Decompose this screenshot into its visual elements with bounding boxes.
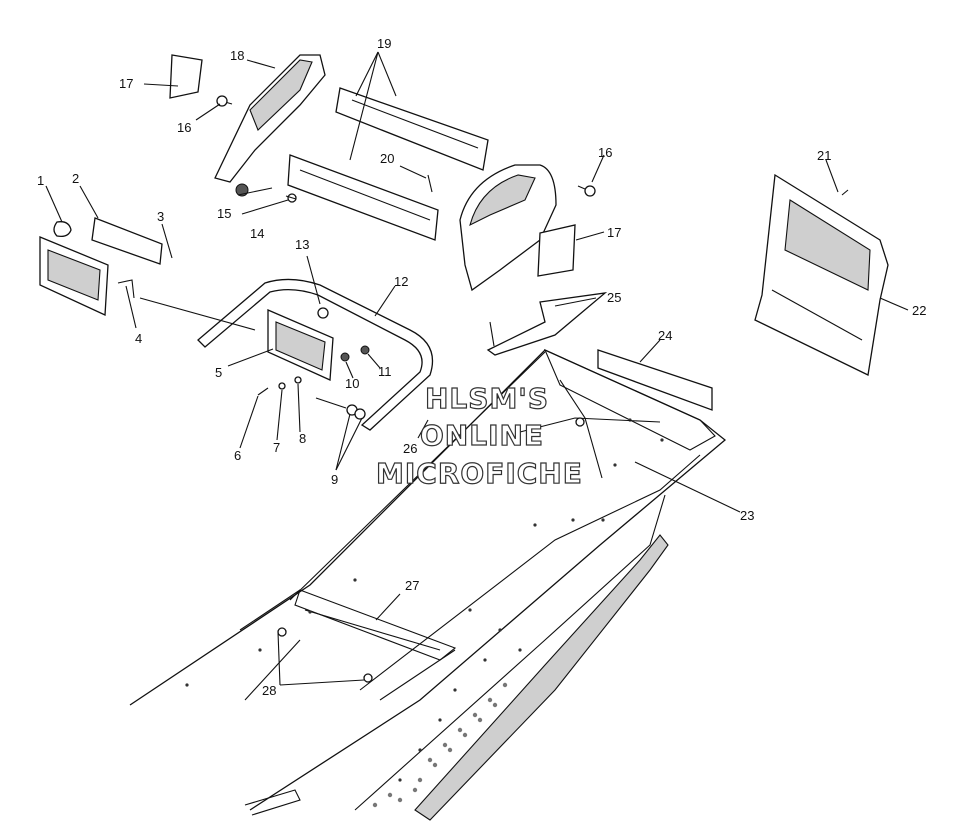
callout-27: 27 [405, 578, 419, 593]
callout-6: 6 [234, 448, 241, 463]
callout-16-right: 16 [598, 145, 612, 160]
snow-flap [754, 173, 889, 376]
tail-light-lower [267, 309, 334, 381]
watermark-line-1: HLSM'S [425, 382, 549, 415]
callout-4: 4 [135, 331, 142, 346]
callout-21: 21 [817, 148, 831, 163]
callout-17-left: 17 [119, 76, 133, 91]
callout-19: 19 [377, 36, 391, 51]
callout-22: 22 [912, 303, 926, 318]
callout-25: 25 [607, 290, 621, 305]
callout-20: 20 [380, 151, 394, 166]
tail-light [39, 217, 163, 316]
callout-18: 18 [230, 48, 244, 63]
hardware [117, 95, 596, 420]
rear-bumper [197, 278, 434, 431]
watermark-line-3: MICROFICHE [376, 457, 583, 490]
callout-2: 2 [72, 171, 79, 186]
callout-15: 15 [217, 206, 231, 221]
rear-rails [287, 87, 489, 241]
callout-16-left: 16 [177, 120, 191, 135]
callout-17-right: 17 [607, 225, 621, 240]
side-cover-right [459, 164, 576, 292]
callout-13: 13 [295, 237, 309, 252]
side-cover-left [169, 54, 326, 183]
callout-24: 24 [658, 328, 672, 343]
cross-brace [486, 189, 849, 479]
callout-12: 12 [394, 274, 408, 289]
callout-3: 3 [157, 209, 164, 224]
callout-10: 10 [345, 376, 359, 391]
callout-5: 5 [215, 365, 222, 380]
callout-9: 9 [331, 472, 338, 487]
watermark-line-2: ONLINE [420, 419, 544, 452]
tunnel-chassis [129, 348, 727, 821]
callout-7: 7 [273, 440, 280, 455]
callout-26: 26 [403, 441, 417, 456]
leader-lines [45, 51, 909, 686]
callout-14: 14 [250, 226, 264, 241]
callout-1: 1 [37, 173, 44, 188]
callout-28: 28 [262, 683, 276, 698]
callout-11: 11 [378, 364, 392, 379]
callout-23: 23 [740, 508, 754, 523]
callout-labels: 1 2 3 4 5 6 7 8 9 10 11 12 13 14 15 16 1… [37, 36, 926, 698]
watermark: HLSM'S ONLINE MICROFICHE [375, 381, 583, 490]
callout-8: 8 [299, 431, 306, 446]
